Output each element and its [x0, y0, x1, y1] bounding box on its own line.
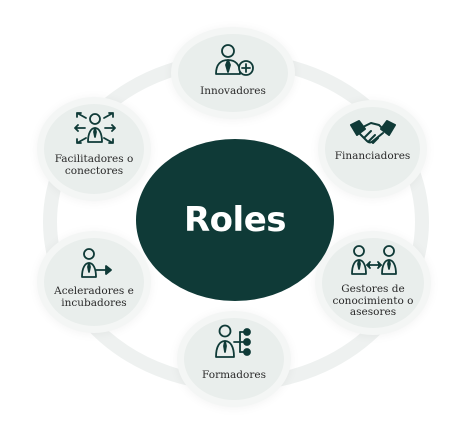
- node-label-aceleradores: Aceleradores e incubadores: [54, 285, 134, 309]
- person-network-icon: [215, 324, 251, 358]
- node-label-financiadores: Financiadores: [334, 150, 411, 162]
- person-plus-icon: [215, 44, 254, 76]
- node-label-formadores: Formadores: [202, 369, 266, 381]
- node-label-gestores: Gestores de conocimiento o asesores: [332, 283, 414, 318]
- node-label-innovadores: Innovadores: [200, 85, 266, 97]
- node-innovadores: Innovadores: [178, 34, 288, 112]
- person-arrows-out-icon: [74, 112, 116, 144]
- node-gestores: Gestores de conocimiento o asesores: [322, 238, 424, 328]
- node-formadores: Formadores: [184, 318, 284, 400]
- center-node: Roles: [136, 139, 334, 301]
- node-aceleradores: Aceleradores e incubadores: [44, 238, 144, 326]
- handshake-icon: [350, 120, 396, 144]
- node-financiadores: Financiadores: [325, 107, 420, 191]
- two-people-exchange-icon: [351, 245, 397, 275]
- person-arrow-icon: [81, 248, 112, 278]
- node-label-facilitadores: Facilitadores o conectores: [54, 153, 134, 177]
- node-facilitadores: Facilitadores o conectores: [44, 104, 144, 194]
- center-label: Roles: [184, 200, 287, 240]
